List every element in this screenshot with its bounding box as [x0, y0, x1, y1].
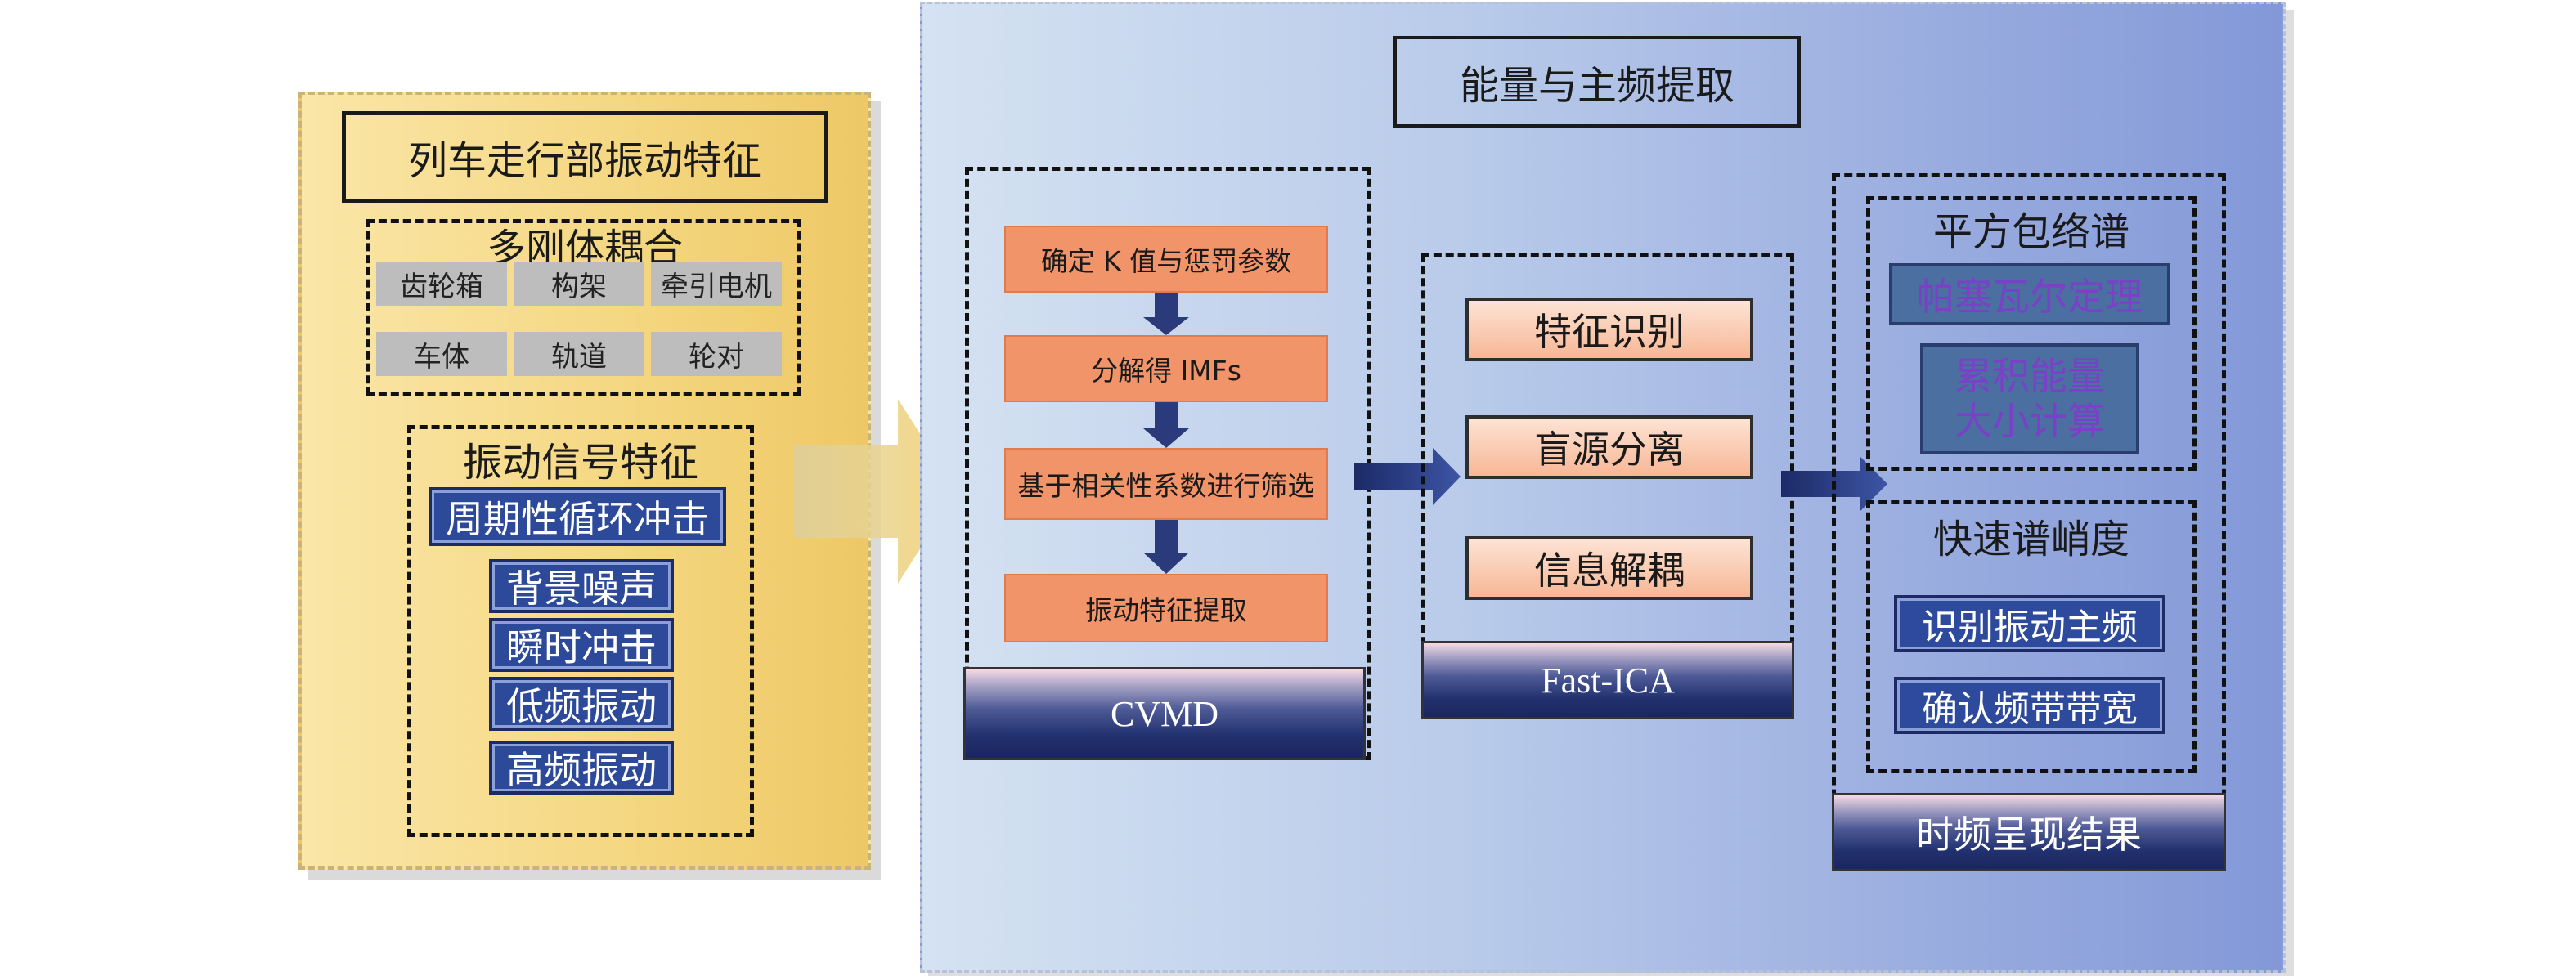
envelope-spectrum-title: 平方包络谱 [1932, 209, 2129, 255]
fast-kurtogram-group [1866, 500, 2197, 773]
chip-traction-motor: 牵引电机 [651, 262, 782, 306]
signal-feature-title: 振动信号特征 [462, 440, 698, 486]
chip-gearbox: 齿轮箱 [376, 262, 507, 306]
down-arrow-icon [1143, 520, 1189, 574]
signal-periodic-impact: 周期性循环冲击 [429, 487, 726, 546]
cumulative-energy-box: 累积能量 大小计算 [1920, 343, 2139, 454]
cvmd-step-determine-k: 确定 K 值与惩罚参数 [1004, 226, 1328, 293]
fastica-step-blind-source-separation: 盲源分离 [1465, 415, 1753, 479]
chip-track: 轨道 [514, 332, 644, 376]
signal-feature-group [407, 425, 754, 837]
cvmd-step-decompose-imfs: 分解得 IMFs [1004, 335, 1328, 402]
confirm-bandwidth-box: 确认频带带宽 [1894, 677, 2165, 734]
fastica-label-bar: Fast-ICA [1421, 641, 1794, 719]
identify-main-frequency-box: 识别振动主频 [1894, 595, 2165, 652]
parseval-theorem-box: 帕塞瓦尔定理 [1889, 263, 2170, 325]
signal-high-frequency: 高频振动 [489, 741, 674, 795]
cumulative-energy-line2: 大小计算 [1954, 399, 2105, 443]
fast-kurtogram-title: 快速谱峭度 [1932, 517, 2129, 562]
fastica-step-feature-identify: 特征识别 [1465, 298, 1753, 361]
right-panel-title: 能量与主频提取 [1393, 36, 1801, 128]
right-arrow-icon [1354, 448, 1461, 505]
left-panel-title: 列车走行部振动特征 [342, 111, 828, 203]
cumulative-energy-line1: 累积能量 [1954, 353, 2105, 398]
rigid-body-group [366, 219, 801, 396]
down-arrow-icon [1143, 402, 1189, 448]
cvmd-step-correlation-filter: 基于相关性系数进行筛选 [1004, 448, 1328, 520]
signal-background-noise: 背景噪声 [489, 559, 674, 613]
chip-car-body: 车体 [376, 332, 507, 376]
result-label-bar: 时频呈现结果 [1832, 793, 2226, 871]
envelope-spectrum-group [1866, 196, 2197, 471]
chip-frame: 构架 [514, 262, 644, 306]
cvmd-step-feature-extract: 振动特征提取 [1004, 574, 1328, 642]
signal-low-frequency: 低频振动 [489, 677, 674, 731]
cvmd-label-bar: CVMD [963, 667, 1366, 760]
signal-transient-impact: 瞬时冲击 [489, 618, 674, 672]
down-arrow-icon [1143, 293, 1189, 335]
fastica-step-decoupling: 信息解耦 [1465, 536, 1753, 600]
flow-arrow-icon [793, 399, 957, 584]
chip-wheelset: 轮对 [651, 332, 782, 376]
